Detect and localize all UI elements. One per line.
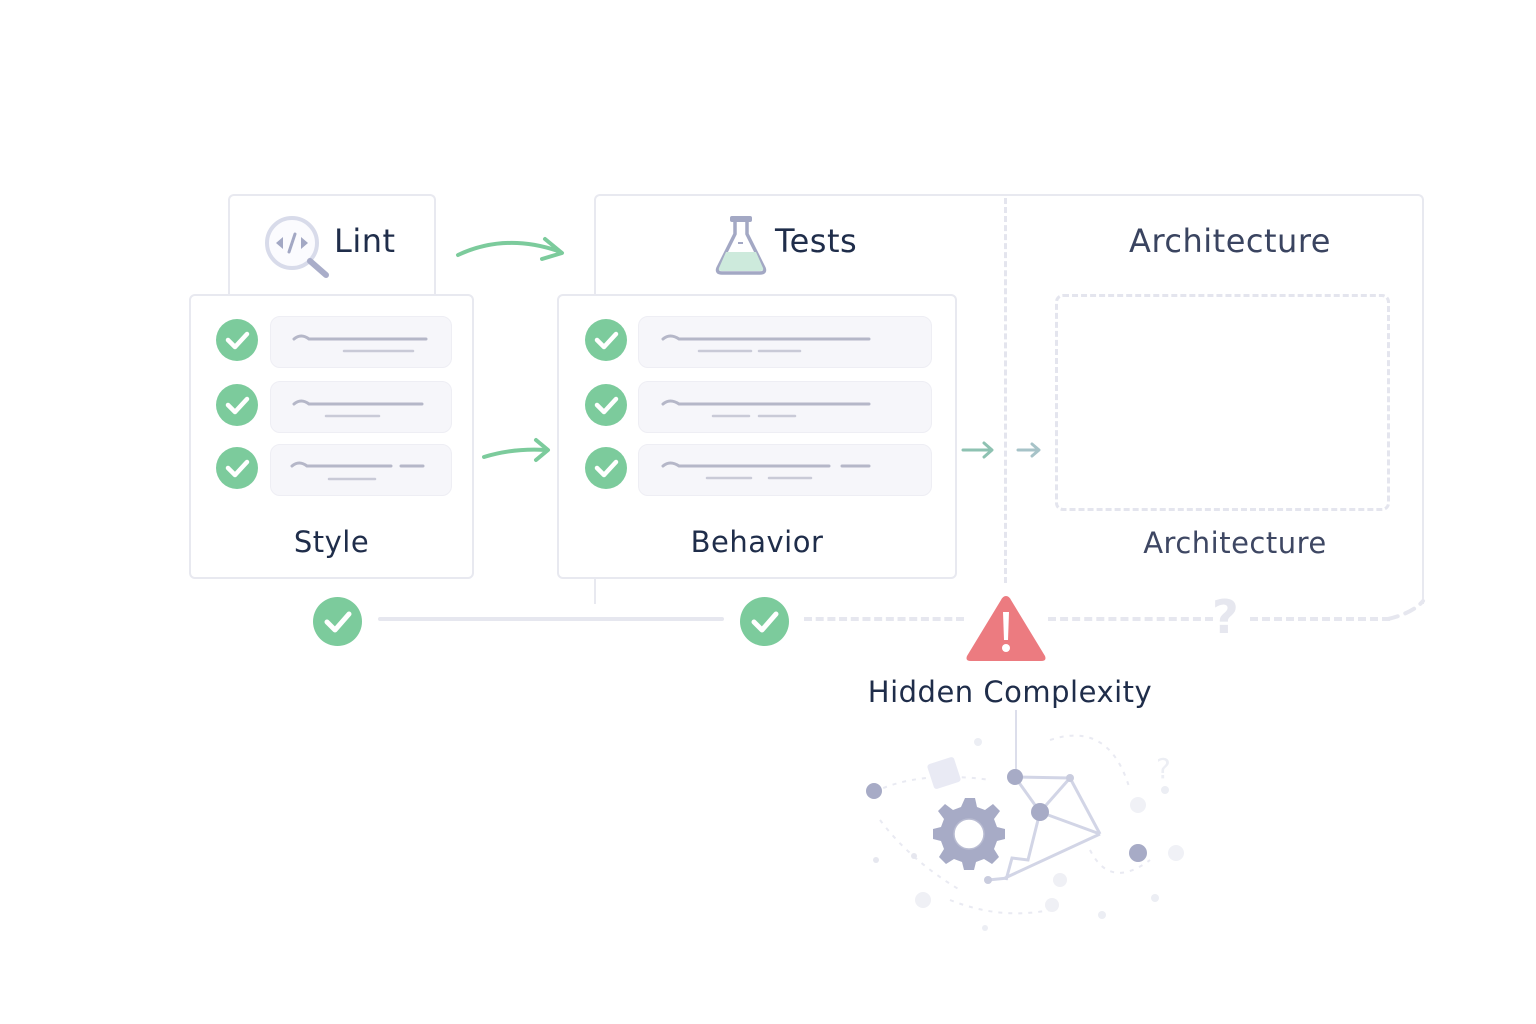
progress-line-dashed-1 [804,617,964,621]
network-node [911,853,917,859]
lint-check-1-icon [216,319,258,361]
tests-check-row-2 [638,381,932,433]
lint-check-3-icon [216,447,258,489]
network-node [982,925,988,931]
tests-title: Tests [775,222,858,260]
tests-check-row-1 [638,316,932,368]
network-node [866,783,882,799]
network-node [1045,898,1059,912]
arrow-lint-to-tests-top-icon [456,237,564,261]
network-node [915,892,931,908]
tests-check-1-icon [585,319,627,361]
lint-check-row-1 [270,316,452,368]
lint-header-tab [228,194,436,298]
network-node [974,738,982,746]
lint-check-row-2 [270,381,452,433]
architecture-title: Architecture [1129,222,1331,260]
tests-status-check-icon [740,597,789,646]
tests-check-row-3 [638,444,932,496]
arrow-lint-to-tests-bottom-icon [482,438,550,462]
network-node [984,876,992,884]
tests-stage-label: Behavior [690,525,824,559]
tests-check-3-icon [585,447,627,489]
unknown-marker: ? [1212,590,1239,644]
warning-triangle-icon [966,596,1046,661]
tests-check-2-icon [585,384,627,426]
complexity-network-illustration: ? [866,710,1184,931]
network-node [1161,786,1169,794]
network-node [1066,774,1074,782]
gear-icon [933,798,1005,870]
network-node [1053,873,1067,887]
lint-check-2-icon [216,384,258,426]
arrow-tests-to-architecture-icon [961,441,1041,459]
network-links [987,775,1102,882]
lint-check-row-3 [270,444,452,496]
architecture-placeholder-box [1055,294,1390,511]
architecture-divider [1004,198,1007,583]
lint-status-check-icon [313,597,362,646]
hidden-complexity-label: Hidden Complexity [867,675,1153,709]
lint-stage-label: Style [293,525,370,559]
code-magnifier-icon [262,212,334,280]
network-node [1151,894,1159,902]
lint-title: Lint [334,222,396,260]
network-faint-links [873,734,1151,915]
network-square-node [927,757,961,789]
progress-line-curve [1386,599,1425,621]
network-node [1031,803,1049,821]
progress-line-dashed-2 [1048,617,1213,621]
network-node [1129,844,1147,862]
network-node [1007,769,1023,785]
progress-line-dashed-3 [1250,617,1390,621]
network-node [1130,797,1146,813]
flask-icon [713,212,769,276]
network-node [1098,911,1106,919]
network-node [873,857,879,863]
network-question-mark: ? [1156,752,1171,785]
progress-line-solid [378,617,724,621]
network-node [1168,845,1184,861]
architecture-stage-label: Architecture [1143,526,1327,560]
